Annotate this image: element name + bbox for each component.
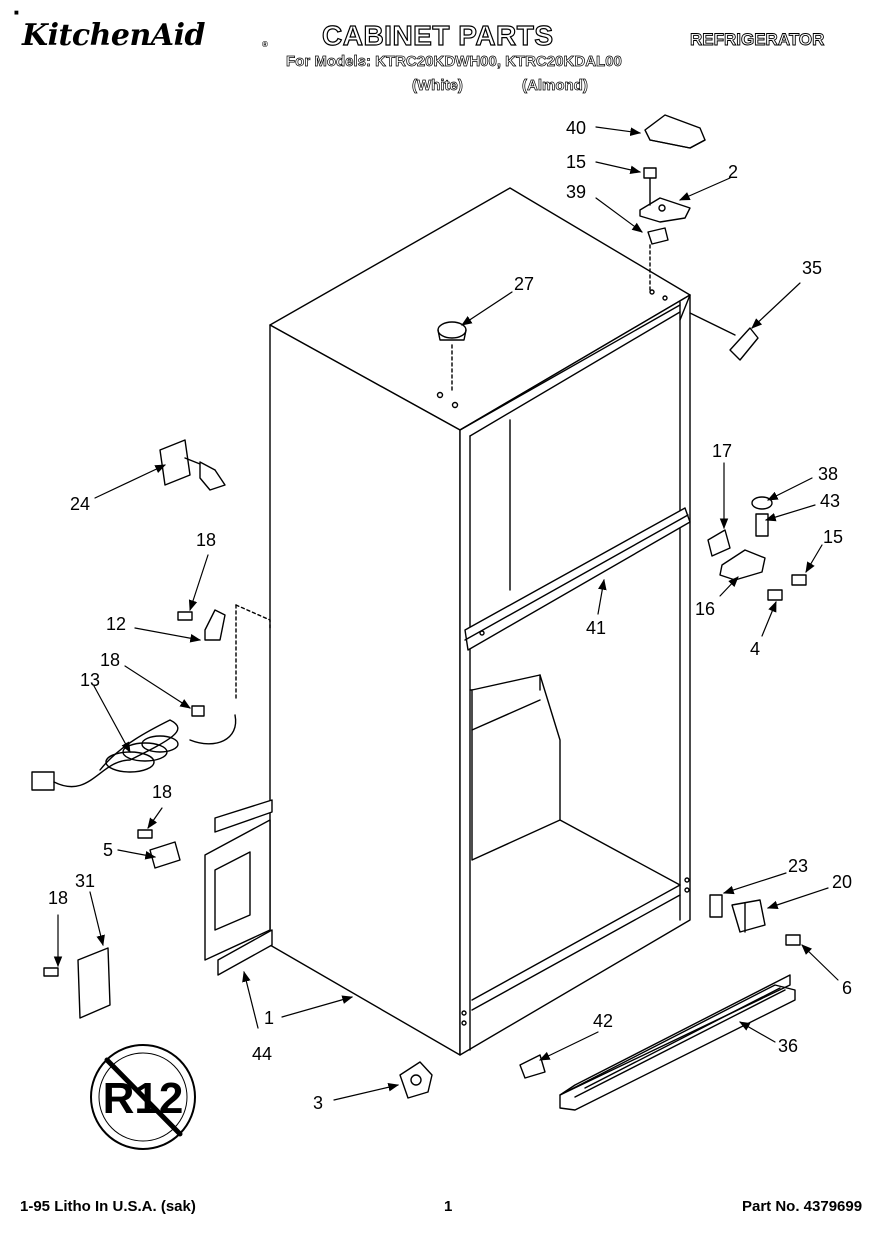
drain-tube-part-24 — [159, 439, 226, 491]
relay-part-3 — [399, 1061, 433, 1099]
leader-arrows — [53, 126, 839, 1101]
cover-part-31 — [43, 947, 111, 1019]
registered-mark: ® — [262, 40, 268, 49]
callout-13: 13 — [80, 670, 100, 690]
callout-17: 17 — [712, 441, 732, 461]
callout-27: 27 — [514, 274, 534, 294]
callout-23: 23 — [788, 856, 808, 876]
top-hinge-part-2 — [639, 167, 691, 291]
callout-24: 24 — [70, 494, 90, 514]
print-info: 1-95 Litho In U.S.A. (sak) — [20, 1198, 196, 1215]
bottom-hinge-part-20 — [709, 894, 801, 946]
access-panel-part-44 — [204, 799, 273, 976]
clip-part-42 — [519, 1054, 546, 1079]
callout-18-a: 18 — [196, 530, 216, 550]
center-hinge-part-16 — [707, 496, 807, 601]
page-number: 1 — [444, 1198, 453, 1215]
callout-35: 35 — [802, 258, 822, 278]
callout-18-c: 18 — [152, 782, 172, 802]
callout-numbers: 40 15 2 39 35 27 24 17 38 43 15 18 16 41… — [48, 118, 852, 1113]
bracket-part-35 — [689, 312, 759, 361]
callout-15-top: 15 — [566, 152, 586, 172]
hinge-cover-part-40 — [644, 114, 706, 149]
callout-16: 16 — [695, 599, 715, 619]
callout-18-b: 18 — [100, 650, 120, 670]
callout-41: 41 — [586, 618, 606, 638]
cord-clamp-part-12 — [177, 604, 271, 717]
callout-4: 4 — [750, 639, 760, 659]
appliance-category: REFRIGERATOR — [690, 30, 825, 50]
mullion-divider — [464, 507, 691, 651]
r12-badge: R12 — [90, 1044, 196, 1150]
callout-43: 43 — [820, 491, 840, 511]
callout-42: 42 — [593, 1011, 613, 1031]
callout-2: 2 — [728, 162, 738, 182]
clip-part-5 — [137, 829, 181, 869]
brand-logo: KitchenAid — [22, 18, 205, 53]
callout-36: 36 — [778, 1036, 798, 1056]
cabinet-shell — [269, 187, 691, 1056]
variant-almond-label: (Almond) — [522, 77, 589, 95]
power-cord-part-13 — [31, 714, 237, 791]
callout-39: 39 — [566, 182, 586, 202]
callout-3: 3 — [313, 1093, 323, 1113]
grille-part-36 — [559, 974, 796, 1111]
trademark-dot: ■ — [14, 8, 19, 17]
callout-20: 20 — [832, 872, 852, 892]
models-line: For Models: KTRC20KDWH00, KTRC20KDAL00 — [286, 53, 623, 71]
callout-15-right: 15 — [823, 527, 843, 547]
part-number: Part No. 4379699 — [742, 1198, 863, 1215]
page-title: CABINET PARTS — [321, 19, 554, 51]
callout-5: 5 — [103, 840, 113, 860]
callout-40: 40 — [566, 118, 586, 138]
callout-6: 6 — [842, 978, 852, 998]
callout-31: 31 — [75, 871, 95, 891]
callout-12: 12 — [106, 614, 126, 634]
callout-18-d: 18 — [48, 888, 68, 908]
plug-button-part-27 — [437, 321, 467, 393]
callout-1: 1 — [264, 1008, 274, 1028]
callout-44: 44 — [252, 1044, 272, 1064]
callout-38: 38 — [818, 464, 838, 484]
variant-white-label: (White) — [412, 77, 464, 95]
